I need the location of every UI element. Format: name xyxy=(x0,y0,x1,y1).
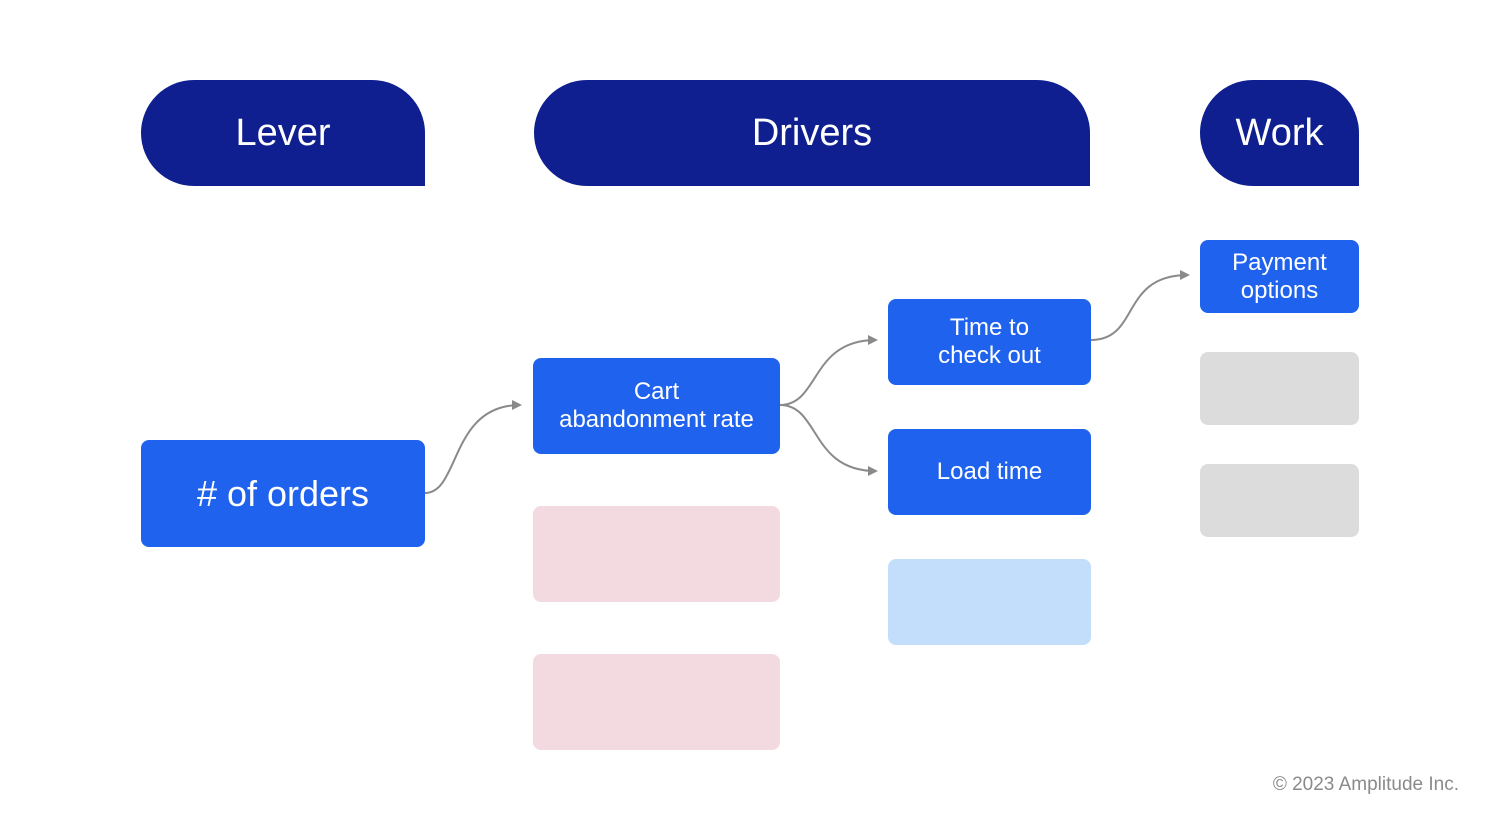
connector-cart-to-load xyxy=(779,404,878,476)
node-orders-label: # of orders xyxy=(196,472,370,514)
header-lever-label: Lever xyxy=(235,111,331,154)
header-work-label: Work xyxy=(1235,111,1324,154)
connector-orders-to-cart xyxy=(424,400,522,494)
placeholder-box-lightblue xyxy=(888,559,1091,645)
placeholder-box-gray-2 xyxy=(1200,464,1359,537)
connector-cart-to-checkout xyxy=(779,335,878,406)
node-orders: # of orders xyxy=(141,440,425,547)
placeholder-box-gray-1 xyxy=(1200,352,1359,425)
header-work: Work xyxy=(1200,80,1359,186)
node-checkout-label: Time to check out xyxy=(938,314,1041,369)
node-time-to-checkout: Time to check out xyxy=(888,299,1091,385)
connector-checkout-to-payment xyxy=(1090,270,1190,341)
header-drivers-label: Drivers xyxy=(751,111,873,154)
node-cart-label: Cart abandonment rate xyxy=(559,378,754,433)
node-payment-label: Payment options xyxy=(1232,248,1327,304)
placeholder-box-pink-2 xyxy=(533,654,780,750)
node-payment-options: Payment options xyxy=(1200,240,1359,313)
node-cart-abandonment: Cart abandonment rate xyxy=(533,358,780,454)
header-lever: Lever xyxy=(141,80,425,186)
placeholder-box-pink-1 xyxy=(533,506,780,602)
node-load-label: Load time xyxy=(936,458,1043,485)
node-load-time: Load time xyxy=(888,429,1091,515)
copyright-text: © 2023 Amplitude Inc. xyxy=(1272,774,1459,795)
header-drivers: Drivers xyxy=(534,80,1090,186)
